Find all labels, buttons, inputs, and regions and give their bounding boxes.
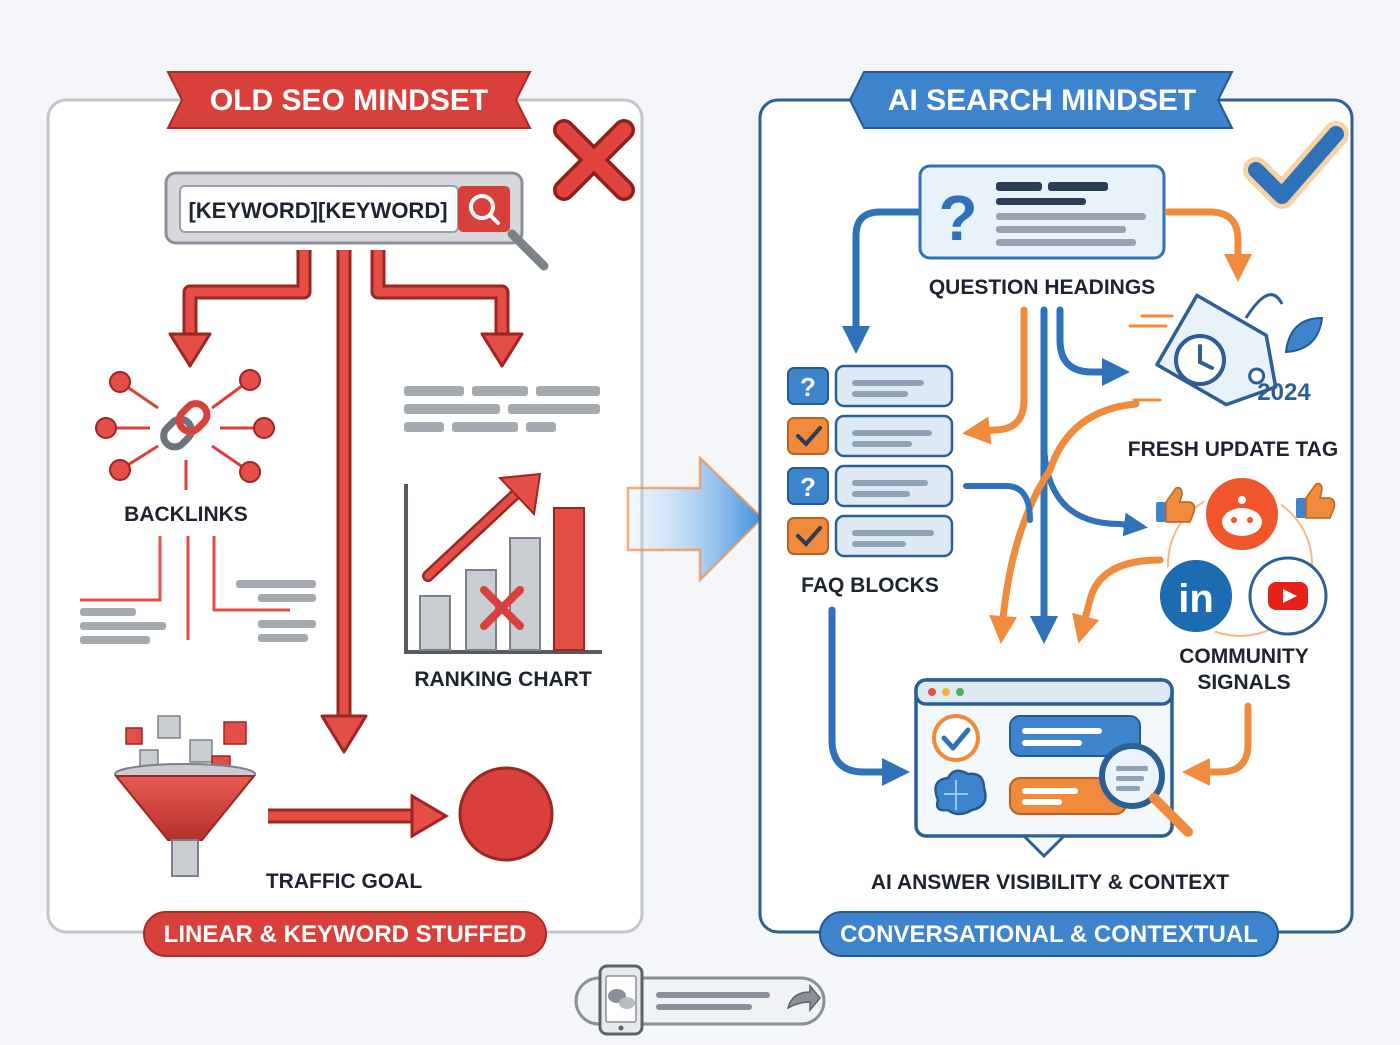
keyword-search-text: [KEYWORD][KEYWORD]: [188, 198, 447, 223]
search-icon: [469, 194, 500, 225]
fresh-update-tag-icon: 2024 FRESH UPDATE TAG: [1128, 293, 1338, 461]
traffic-goal-label: TRAFFIC GOAL: [266, 870, 422, 893]
backlinks-label: BACKLINKS: [124, 503, 248, 526]
left-footer-text: LINEAR & KEYWORD STUFFED: [164, 921, 527, 948]
youtube-icon: [1248, 556, 1328, 636]
faq-check-icon: [796, 526, 822, 547]
blue-check-icon: [1243, 121, 1349, 209]
ai-answer-window: AI ANSWER VISIBILITY & CONTEXT: [871, 678, 1229, 894]
ranking-chart-label: RANKING CHART: [414, 668, 591, 691]
chain-link-icon: [160, 400, 211, 451]
fresh-update-year: 2024: [1257, 379, 1311, 406]
reddit-icon: [1202, 474, 1282, 554]
search-arrows: [168, 250, 524, 754]
backlink-connector-lines: [80, 536, 290, 640]
brain-icon: [934, 769, 987, 816]
faq-row-question: ?: [787, 464, 954, 508]
left-panel: OLD SEO MINDSET [KEYWORD][KEYWORD]: [46, 71, 644, 957]
bottom-share-bar: [574, 964, 826, 1036]
magnifier-icon: [507, 229, 549, 271]
faq-blocks: ? ?: [787, 364, 954, 597]
right-footer-text: CONVERSATIONAL & CONTEXTUAL: [840, 921, 1258, 948]
faq-check-icon: [796, 426, 822, 447]
question-mark-icon: ?: [938, 182, 977, 254]
community-signals-cluster: in COMMUNITY SIGNALS: [1156, 474, 1336, 694]
backlinks-hub-icon: BACKLINKS: [95, 369, 275, 526]
transition-arrow: [626, 455, 764, 584]
faq-question-icon: ?: [800, 372, 816, 402]
question-flow-arrows: [842, 208, 1252, 644]
keyword-text-lines: [404, 386, 600, 432]
answer-flow-arrows: [828, 606, 1252, 786]
community-signals-label-1: COMMUNITY: [1179, 645, 1309, 668]
fresh-update-label: FRESH UPDATE TAG: [1128, 438, 1338, 461]
question-headings-label: QUESTION HEADINGS: [929, 276, 1155, 299]
svg-text:in: in: [1178, 577, 1214, 621]
faq-row-question: ?: [787, 364, 954, 408]
clock-icon: [1174, 334, 1226, 386]
question-headings-card: ? QUESTION HEADINGS: [918, 164, 1166, 299]
left-footer-pill: LINEAR & KEYWORD STUFFED: [143, 911, 547, 957]
thumbs-up-icon: [1296, 482, 1336, 519]
community-signals-label-2: SIGNALS: [1197, 671, 1290, 694]
traffic-arrow: [268, 793, 449, 839]
funnel-icon: [113, 715, 257, 877]
right-panel: AI SEARCH MINDSET ? QUESTION HEADINGS: [758, 71, 1354, 957]
thumbs-up-icon: [1156, 486, 1196, 523]
faq-question-icon: ?: [800, 472, 816, 502]
keyword-search-bar: [KEYWORD][KEYWORD]: [164, 171, 549, 271]
share-arrow-icon: [786, 983, 821, 1013]
chat-bubble-blue: [1009, 715, 1141, 757]
ai-answer-label: AI ANSWER VISIBILITY & CONTEXT: [871, 871, 1229, 894]
phone-chat-icon: [598, 964, 644, 1036]
red-x-icon: [553, 119, 635, 201]
traffic-goal-circle: [458, 766, 554, 862]
svg-text:?: ?: [938, 182, 977, 254]
answer-magnifier-icon: [1099, 743, 1193, 837]
answer-check-icon: [932, 714, 980, 762]
right-footer-pill: CONVERSATIONAL & CONTEXTUAL: [819, 911, 1279, 957]
ranking-chart-icon: RANKING CHART: [404, 472, 602, 691]
leaf-icon: [1284, 316, 1324, 354]
placeholder-text-lines: [80, 580, 316, 644]
left-panel-title: OLD SEO MINDSET: [210, 84, 488, 117]
faq-row-check: [787, 414, 954, 458]
faq-blocks-label: FAQ BLOCKS: [801, 574, 939, 597]
right-panel-title: AI SEARCH MINDSET: [888, 84, 1196, 117]
faq-row-check: [787, 514, 954, 558]
linkedin-icon: in: [1156, 556, 1236, 636]
right-title-ribbon: AI SEARCH MINDSET: [848, 71, 1234, 129]
left-title-ribbon: OLD SEO MINDSET: [166, 71, 532, 129]
